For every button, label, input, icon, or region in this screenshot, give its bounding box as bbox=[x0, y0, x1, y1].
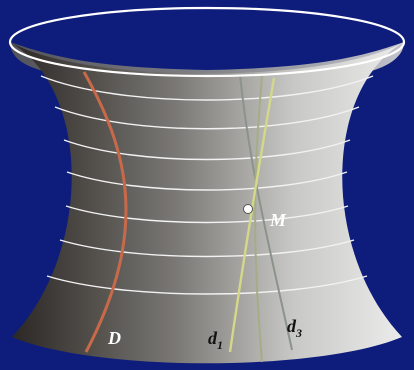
latitude-ring bbox=[54, 106, 360, 130]
line-d1 bbox=[228, 77, 276, 353]
label-d1-main: d bbox=[208, 328, 218, 348]
point-M bbox=[243, 204, 253, 214]
latitude-ring bbox=[40, 75, 374, 101]
line-d3 bbox=[239, 74, 293, 351]
latitude-ring bbox=[65, 205, 349, 224]
label-d3: d3 bbox=[287, 316, 302, 340]
latitude-ring bbox=[59, 239, 355, 258]
top-rim bbox=[8, 6, 406, 78]
surface-interior bbox=[10, 42, 404, 74]
latitude-rings bbox=[40, 75, 374, 295]
curve-D bbox=[82, 71, 128, 353]
label-d3-main: d bbox=[287, 316, 297, 336]
latitude-ring bbox=[66, 171, 348, 191]
label-d1-sub: 1 bbox=[217, 338, 223, 352]
label-D: D bbox=[107, 328, 121, 348]
label-d1: d1 bbox=[208, 328, 223, 352]
label-d3-sub: 3 bbox=[295, 326, 302, 340]
label-M: M bbox=[269, 210, 287, 230]
latitude-ring bbox=[46, 275, 368, 295]
latitude-ring bbox=[63, 139, 351, 161]
